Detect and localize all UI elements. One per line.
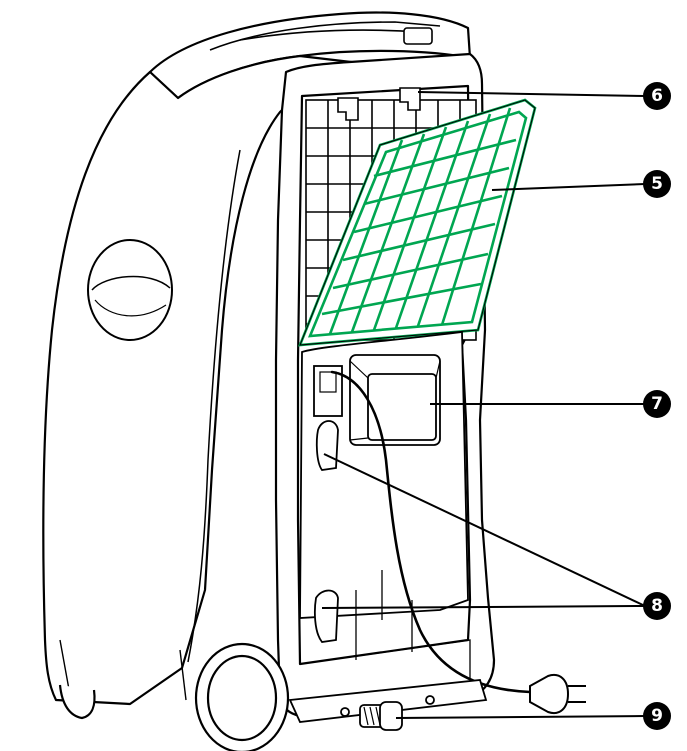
callout-8: 8 <box>643 592 671 620</box>
leader-lines <box>321 91 646 719</box>
callout-label-7: 7 <box>651 394 663 414</box>
callout-7: 7 <box>643 390 671 418</box>
callout-9: 9 <box>643 702 671 730</box>
callout-6: 6 <box>643 82 671 110</box>
callout-5: 5 <box>643 170 671 198</box>
cord-hook-lower <box>314 589 339 643</box>
power-cord <box>330 370 532 694</box>
side-handle <box>87 239 173 341</box>
callout-label-5: 5 <box>651 174 663 194</box>
wheels <box>58 642 290 751</box>
base <box>288 679 488 731</box>
callout-label-6: 6 <box>651 86 663 106</box>
lower-panel <box>299 330 471 680</box>
drain-plug <box>359 701 403 731</box>
cord-hook-upper <box>315 420 339 471</box>
filter-holder-clips <box>337 87 421 121</box>
callout-label-9: 9 <box>651 706 663 726</box>
top-handle <box>239 27 433 45</box>
callout-label-8: 8 <box>651 596 663 616</box>
air-filter-panel <box>298 98 537 347</box>
power-plug-icon <box>529 674 586 714</box>
